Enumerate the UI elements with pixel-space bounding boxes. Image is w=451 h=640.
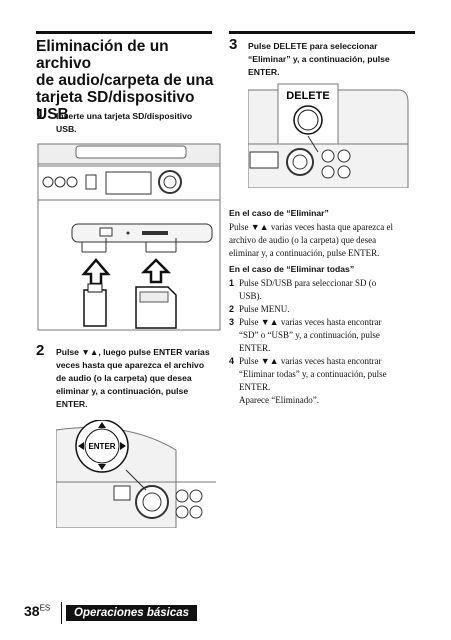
step-2-line: eliminar y, a continuación, pulse: [56, 386, 189, 396]
right-arrow-icon: [120, 442, 126, 450]
item-line: Pulse ▼▲ varias veces hasta encontrar: [239, 317, 382, 327]
down-arrow-icon: [98, 464, 106, 470]
arrow-up-icon: [140, 258, 172, 284]
step-3-line: ENTER.: [248, 67, 280, 77]
item-line: “Eliminar todas” y, a continuación, puls…: [239, 369, 387, 379]
item-line: Aparece “Eliminado”.: [239, 395, 319, 405]
usb-stick-icon: [83, 289, 107, 327]
eliminar-line: eliminar y, a continuación, pulse ENTER.: [229, 248, 380, 258]
up-arrow-icon: [98, 422, 106, 428]
step-3-text: Pulse DELETE para seleccionar “Eliminar”…: [248, 40, 418, 79]
title-line: de audio/carpeta de una: [36, 72, 214, 89]
eliminar-line: Pulse ▼▲ varias veces hasta que aparezca…: [229, 222, 393, 232]
enter-illustration: ENTER: [56, 420, 216, 528]
knob-icon: [42, 176, 54, 188]
step-1-text: Inserte una tarjeta SD/dispositivo USB.: [56, 110, 226, 136]
step-2-line: veces hasta que aparezca el archivo: [56, 360, 205, 370]
footer-divider: [61, 602, 62, 624]
list-item: 2 Pulse MENU.: [229, 303, 434, 316]
knob-icon: [54, 176, 66, 188]
section-title: Eliminación de un archivo de audio/carpe…: [36, 38, 226, 123]
item-line: Pulse MENU.: [239, 304, 290, 314]
eliminar-todas-heading: En el caso de “Eliminar todas”: [229, 264, 355, 274]
item-number: 4: [229, 356, 235, 366]
step-1-number: 1: [36, 106, 45, 123]
left-arrow-icon: [78, 442, 84, 450]
step-2-line: Pulse ▼▲, luego pulse ENTER varias: [56, 347, 210, 357]
title-line: tarjeta SD/dispositivo: [36, 89, 195, 106]
step-1-line: Inserte una tarjeta SD/dispositivo: [56, 111, 193, 121]
item-line: USB).: [239, 291, 262, 301]
item-number: 3: [229, 317, 235, 327]
item-line: ENTER.: [239, 343, 271, 353]
title-line: Eliminación de un archivo: [36, 38, 169, 72]
list-item: 3 Pulse ▼▲ varias veces hasta encontrar “…: [229, 316, 434, 355]
step-3-number: 3: [229, 36, 238, 53]
eliminar-todas-list: 1 Pulse SD/USB para seleccionar SD (o USB…: [229, 277, 434, 407]
knob-icon: [66, 176, 78, 188]
insert-card-illustration: [37, 143, 221, 331]
item-line: ENTER.: [239, 382, 271, 392]
item-line: Pulse ▼▲ varias veces hasta encontrar: [239, 356, 382, 366]
step-2-line: ENTER.: [56, 399, 88, 409]
page-suffix: ES: [39, 603, 51, 613]
enter-label: ENTER: [88, 442, 115, 451]
item-number: 2: [229, 304, 235, 314]
step-2-line: de audio (o la carpeta) que desea: [56, 373, 192, 383]
title-line: USB: [36, 106, 69, 123]
step-3-line: Pulse DELETE para seleccionar: [248, 41, 378, 51]
page-number: 38ES: [24, 603, 50, 619]
step-3-line: “Eliminar” y, a continuación, pulse: [248, 54, 390, 64]
eliminar-text: Pulse ▼▲ varias veces hasta que aparezca…: [229, 221, 429, 260]
eliminar-line: archivo de audio (o la carpeta) que dese…: [229, 235, 377, 245]
step-2-text: Pulse ▼▲, luego pulse ENTER varias veces…: [56, 346, 231, 411]
step-2-number: 2: [36, 342, 45, 359]
page-number-value: 38: [24, 603, 40, 619]
item-line: Pulse SD/USB para seleccionar SD (o: [239, 278, 377, 288]
delete-illustration: DELETE: [248, 83, 409, 188]
title-rule: [36, 31, 212, 34]
delete-label: DELETE: [286, 90, 329, 102]
item-number: 1: [229, 278, 235, 288]
step-1-line: USB.: [56, 124, 77, 134]
step-3-rule: [229, 31, 415, 34]
section-tab: Operaciones básicas: [66, 605, 198, 621]
eliminar-heading: En el caso de “Eliminar”: [229, 208, 329, 218]
list-item: 4 Pulse ▼▲ varias veces hasta encontrar “…: [229, 355, 434, 407]
item-line: “SD” o “USB” y, a continuación, pulse: [239, 330, 380, 340]
list-item: 1 Pulse SD/USB para seleccionar SD (o USB…: [229, 277, 434, 303]
